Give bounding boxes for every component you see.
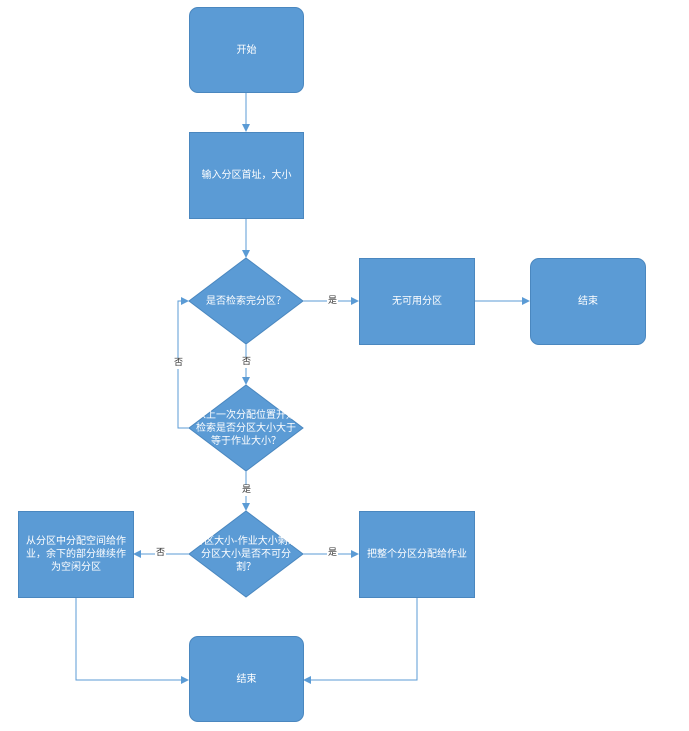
alloc-whole-label: 把整个分区分配给作业 — [367, 549, 467, 560]
check-done-label: 是否检索完分区？ — [206, 295, 286, 307]
edge-label-yes-2: 是 — [241, 485, 253, 496]
decision-split-check — [188, 510, 304, 598]
search-from-last-label: 从上一次分配位置开始 检索是否分区大小大于 等于作业大小？ — [196, 409, 296, 447]
input-node: 输入分区首址，大小 — [189, 132, 304, 219]
none-available-node: 无可用分区 — [359, 258, 475, 345]
alloc-part-label: 从分区中分配空间给作 业，余下的部分继续作 为空闲分区 — [26, 536, 126, 573]
edge-label-no-loop: 否 — [173, 358, 185, 369]
end-bottom-label: 结束 — [236, 673, 257, 685]
start-node: 开始 — [189, 7, 304, 93]
edge-part-end — [75, 597, 189, 684]
edge-label-yes-1: 是 — [327, 296, 339, 307]
input-label: 输入分区首址，大小 — [201, 170, 292, 181]
split-check-label: 分区大小-作业大小剩余 分区大小是否不可分 割？ — [194, 535, 298, 573]
end-top-label: 结束 — [578, 296, 598, 307]
end-top-node: 结束 — [530, 258, 646, 345]
start-label: 开始 — [236, 44, 257, 56]
edge-label-no-2: 否 — [155, 548, 167, 559]
alloc-whole-node: 把整个分区分配给作业 — [359, 511, 475, 598]
edge-whole-end — [303, 597, 418, 684]
end-bottom-node: 结束 — [189, 636, 304, 722]
alloc-part-node: 从分区中分配空间给作 业，余下的部分继续作 为空闲分区 — [18, 511, 134, 598]
none-available-label: 无可用分区 — [392, 296, 442, 307]
edge-label-no-1: 否 — [241, 357, 253, 368]
edge-label-yes-3: 是 — [327, 548, 339, 559]
